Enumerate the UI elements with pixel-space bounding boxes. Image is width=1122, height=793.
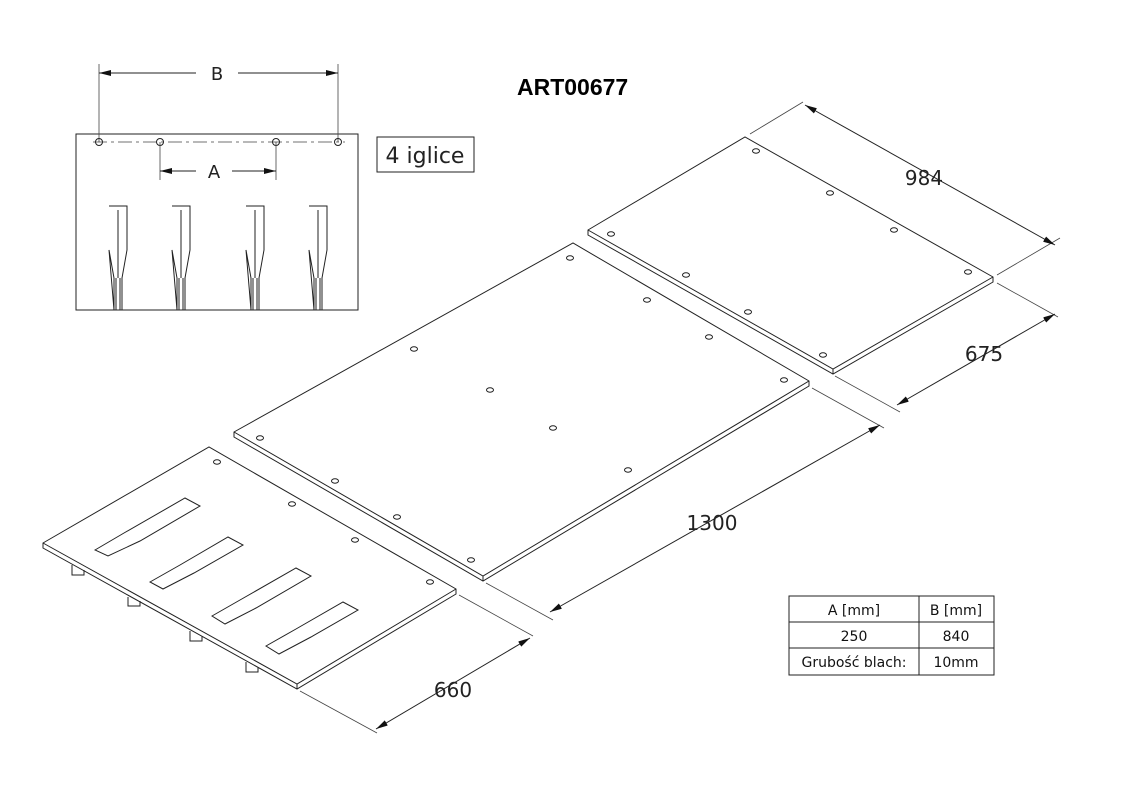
thickness-label: Grubość blach:: [801, 655, 906, 671]
dim-1300: [485, 387, 885, 621]
article-number: ART00677: [517, 74, 628, 100]
needle-slots: [108, 205, 328, 311]
dim-675-label: 675: [965, 342, 1003, 366]
front-view: B A: [75, 64, 359, 311]
dim-b-label: B: [211, 64, 223, 85]
value-a: 250: [841, 629, 868, 645]
dim-675: [834, 282, 1059, 413]
note-needles: 4 iglice: [386, 144, 465, 169]
dim-984-label: 984: [905, 166, 943, 190]
note-box: [376, 136, 475, 173]
dim-660: [299, 594, 534, 734]
dim-a-label: A: [208, 162, 221, 183]
value-b: 840: [943, 629, 970, 645]
dim-1300-label: 1300: [687, 511, 738, 535]
header-b: B [mm]: [930, 603, 982, 619]
dim-984: [749, 101, 1061, 276]
dim-660-label: 660: [434, 678, 472, 702]
plate-bottom: [42, 446, 457, 690]
header-a: A [mm]: [828, 603, 880, 619]
plate-middle: [233, 242, 810, 582]
thickness-value: 10mm: [933, 655, 978, 671]
spec-table: A [mm] B [mm] 250 840 Grubość blach: 10m…: [788, 595, 995, 676]
